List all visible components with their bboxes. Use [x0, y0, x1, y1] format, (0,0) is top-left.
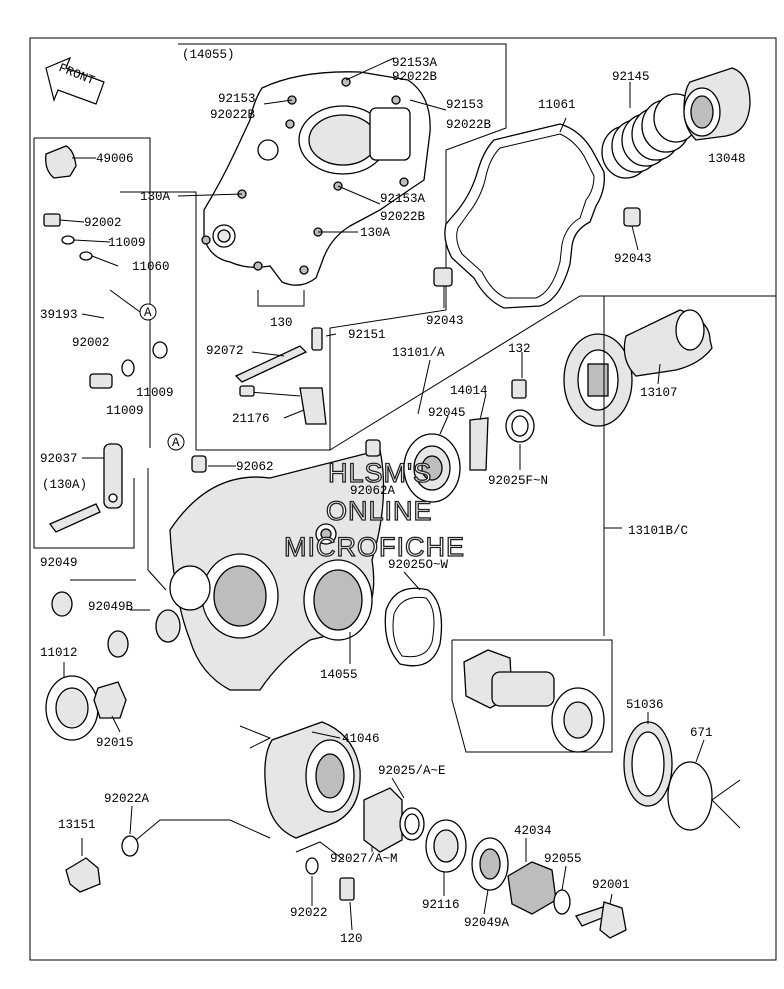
label-92153A-1: 92153A [392, 56, 438, 70]
label-132: 132 [508, 342, 531, 356]
label-120: 120 [340, 932, 363, 946]
label-92043-m: 92043 [426, 314, 464, 328]
label-13101BC: 13101B/C [628, 524, 688, 538]
bolt-92001 [575, 901, 627, 939]
label-49006: 49006 [96, 152, 134, 166]
label-92055: 92055 [544, 852, 582, 866]
left-seals [45, 591, 181, 741]
label-130: 130 [270, 316, 293, 330]
label-11009-2: 11009 [136, 386, 174, 400]
bearing-92116 [425, 819, 467, 873]
label-11061: 11061 [538, 98, 576, 112]
label-92022B-r: 92022B [446, 118, 492, 132]
watermark-line-3: MICROFICHE [284, 532, 465, 562]
part-labels: (14055) 92153A 92022B 92153 92022B 92153… [40, 48, 746, 946]
label-92062: 92062 [236, 460, 274, 474]
label-92025AE: 92025/A~E [378, 764, 446, 778]
bearing-13048 [683, 67, 751, 141]
misc-small-parts [65, 835, 355, 901]
label-11060: 11060 [132, 260, 170, 274]
callout-a-2: A [167, 433, 185, 451]
label-92002-1: 92002 [84, 216, 122, 230]
gasket-11061 [444, 123, 605, 309]
label-39193: 39193 [40, 308, 78, 322]
label-14055-top: (14055) [182, 48, 235, 62]
seal-92049A [471, 837, 509, 891]
dowel-92043 [433, 207, 641, 287]
label-11009-3: 11009 [106, 404, 144, 418]
spring-92145 [601, 93, 699, 179]
label-11012: 11012 [40, 646, 78, 660]
label-92049A: 92049A [464, 916, 510, 930]
label-11009-1: 11009 [108, 236, 146, 250]
label-92022B-l: 92022B [210, 108, 256, 122]
label-92049B: 92049B [88, 600, 134, 614]
label-92022A: 92022A [104, 792, 150, 806]
label-92062A: 92062A [350, 484, 396, 498]
bearing-92045 [403, 433, 461, 503]
label-92116: 92116 [422, 898, 460, 912]
label-92025OW: 92025O~W [388, 558, 449, 572]
callout-a-1-label: A [144, 306, 152, 320]
label-92015: 92015 [96, 736, 134, 750]
label-92072: 92072 [206, 344, 244, 358]
bracket-92037 [48, 443, 123, 533]
clip-92072 [234, 345, 308, 383]
pinion-13101BC [463, 649, 605, 753]
label-92022: 92022 [290, 906, 328, 920]
label-92043-r: 92043 [614, 252, 652, 266]
housing-14055 [169, 439, 385, 691]
label-92153A-2: 92153A [380, 192, 426, 206]
leader-lines [59, 57, 741, 931]
cover-14055 [201, 71, 431, 286]
label-41046: 41046 [342, 732, 380, 746]
callout-a-2-label: A [172, 436, 180, 450]
watermark: HLSM'S ONLINE MICROFICHE [283, 457, 465, 562]
label-21176: 21176 [232, 412, 270, 426]
label-42034: 42034 [514, 824, 552, 838]
label-92049: 92049 [40, 556, 78, 570]
diagram-border [29, 37, 777, 961]
label-92153-r: 92153 [446, 98, 484, 112]
label-130A-r: 130A [360, 226, 391, 240]
label-92022B-2: 92022B [380, 210, 426, 224]
label-130A-p: (130A) [42, 478, 87, 492]
label-130A-l: 130A [140, 190, 171, 204]
label-92001: 92001 [592, 878, 630, 892]
collar-92025 [363, 787, 425, 853]
watermark-line-2: ONLINE [326, 496, 433, 526]
sensor-21176 [239, 327, 327, 425]
label-51036: 51036 [626, 698, 664, 712]
watermark-line-1: HLSM'S [328, 458, 432, 488]
label-92037: 92037 [40, 452, 78, 466]
oring-671 [667, 761, 713, 831]
housing-41046 [264, 721, 361, 839]
callout-a-1: A [139, 303, 157, 321]
label-13101A: 13101/A [392, 346, 445, 360]
label-13048: 13048 [708, 152, 746, 166]
small-parts-14014 [469, 379, 535, 471]
label-92153-l: 92153 [218, 92, 256, 106]
inset-frames [33, 43, 776, 753]
label-92145: 92145 [612, 70, 650, 84]
label-13107: 13107 [640, 386, 678, 400]
label-92045: 92045 [428, 406, 466, 420]
label-92022B-1: 92022B [392, 70, 438, 84]
label-92151: 92151 [348, 328, 386, 342]
coupling-42034 [507, 861, 571, 915]
gasket-92025O [384, 587, 443, 667]
label-92025FN: 92025F~N [488, 474, 548, 488]
front-arrow: FRONT [45, 56, 105, 105]
label-14014: 14014 [450, 384, 488, 398]
label-13151: 13151 [58, 818, 96, 832]
label-671: 671 [690, 726, 713, 740]
label-14055: 14055 [320, 668, 358, 682]
label-92002-2: 92002 [72, 336, 110, 350]
seal-51036 [623, 721, 673, 807]
label-92027AM: 92027/A~M [330, 852, 398, 866]
breather-parts [43, 145, 168, 389]
ring-gear-13107 [563, 309, 713, 427]
